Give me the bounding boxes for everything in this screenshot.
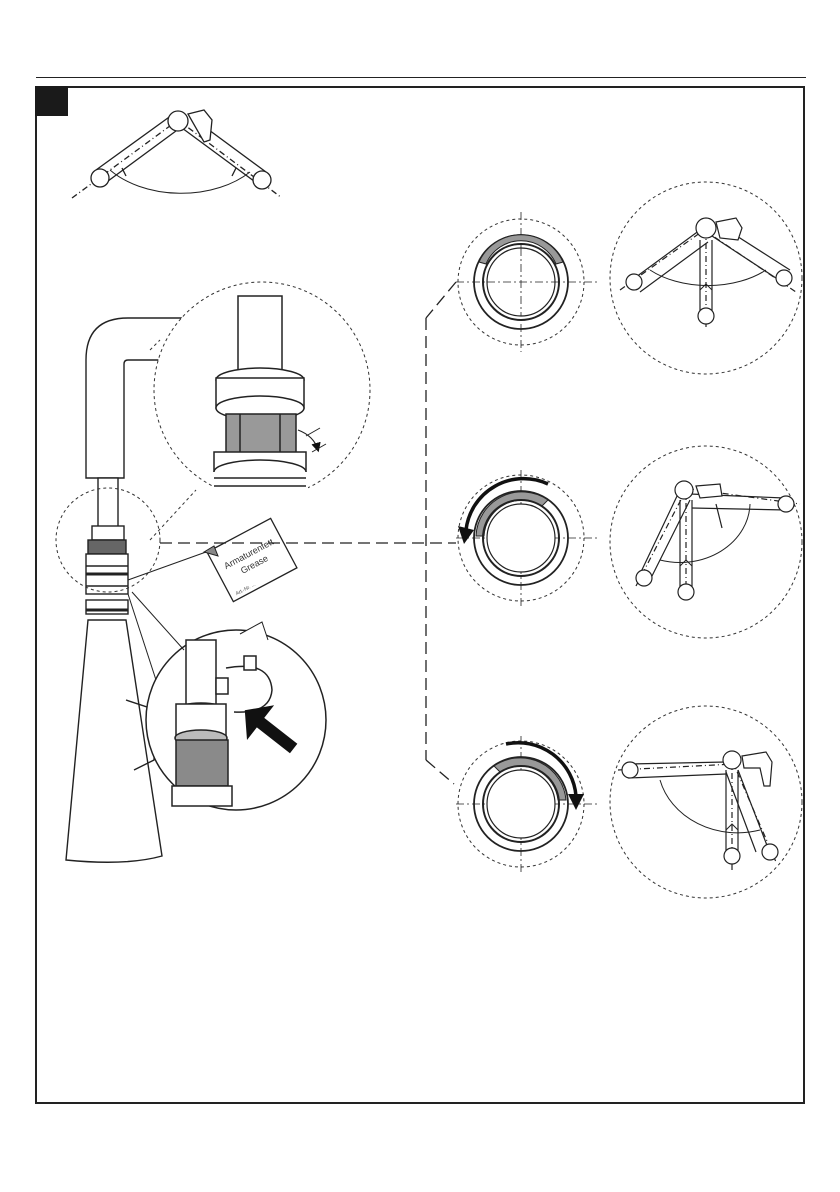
grease-packet: Armaturenfett Grease Art.-Nr. ... bbox=[128, 518, 297, 601]
lever-range-sketch-left bbox=[610, 446, 802, 638]
detail-magnifier-upper bbox=[150, 282, 370, 540]
ring-position-center bbox=[456, 212, 598, 352]
ring-position-left bbox=[456, 470, 598, 608]
lever-range-sketch-center bbox=[610, 182, 802, 374]
lever-range-sketch-right bbox=[610, 706, 802, 898]
lever-range-sketch-top bbox=[72, 110, 282, 198]
detail-magnifier-lower bbox=[128, 592, 326, 810]
ring-position-right bbox=[456, 736, 598, 874]
